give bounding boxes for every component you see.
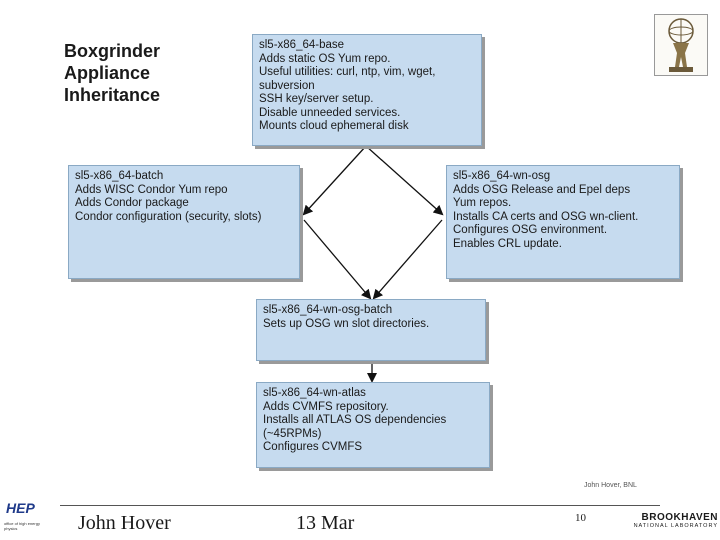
box-line: Installs CA certs and OSG wn-client. xyxy=(453,210,639,223)
box-line: Configures CVMFS xyxy=(263,441,363,453)
box-line: sl5-x86_64-base xyxy=(259,39,345,51)
box-line: Condor configuration (security, slots) xyxy=(75,210,262,223)
box-line: Mounts cloud ephemeral disk xyxy=(259,120,409,132)
box-line: Yum repos. xyxy=(453,197,512,209)
brookhaven-logo-name: BROOKHAVEN xyxy=(641,512,718,523)
box-line: Adds WISC Condor Yum repo xyxy=(75,183,228,196)
box-line: Adds CVMFS repository. xyxy=(263,400,389,413)
appliance-box-base: sl5-x86_64-base Adds static OS Yum repo.… xyxy=(252,34,482,146)
appliance-box-wn-atlas: sl5-x86_64-wn-atlas Adds CVMFS repositor… xyxy=(256,382,490,468)
appliance-box-wn-osg: sl5-x86_64-wn-osg Adds OSG Release and E… xyxy=(446,165,680,279)
box-line: SSH key/server setup. xyxy=(259,93,374,105)
box-line: Enables CRL update. xyxy=(453,237,562,250)
hep-logo-subtitle: office of high energy physics xyxy=(4,521,40,531)
arrow-base-to-wn-osg xyxy=(365,145,444,216)
box-line: sl5-x86_64-batch xyxy=(75,170,164,182)
footer-author: John Hover xyxy=(78,512,171,534)
atlas-statue-emblem xyxy=(654,14,708,76)
box-line: Sets up OSG wn slot directories. xyxy=(263,317,430,330)
page-number: 10 xyxy=(575,512,586,524)
box-line: Disable unneeded services. xyxy=(259,106,401,119)
box-line: sl5-x86_64-wn-osg-batch xyxy=(263,304,393,316)
arrow-batch-to-wn-osg-batch xyxy=(303,219,372,300)
box-line: Adds OSG Release and Epel deps xyxy=(453,183,631,196)
appliance-box-wn-osg-batch: sl5-x86_64-wn-osg-batch Sets up OSG wn s… xyxy=(256,299,486,361)
box-line: Configures OSG environment. xyxy=(453,224,608,236)
box-line: Installs all ATLAS OS dependencies xyxy=(263,414,447,426)
arrow-base-to-batch xyxy=(302,145,367,216)
arrow-wn-osg-to-wn-osg-batch xyxy=(372,219,443,300)
hep-logo: HEP office of high energy physics xyxy=(2,500,46,538)
brookhaven-logo: BROOKHAVEN NATIONAL LABORATORY xyxy=(628,512,718,534)
box-line: Useful utilities: curl, ntp, vim, wget, xyxy=(259,66,436,78)
box-line: subversion xyxy=(259,79,315,92)
brookhaven-logo-subtitle: NATIONAL LABORATORY xyxy=(633,523,718,529)
footer-divider xyxy=(60,505,660,506)
box-line: Adds static OS Yum repo. xyxy=(259,52,391,65)
slide-title: Boxgrinder Appliance Inheritance xyxy=(64,41,161,105)
author-credit: John Hover, BNL xyxy=(584,482,637,489)
box-line: sl5-x86_64-wn-atlas xyxy=(263,387,366,399)
footer-date: 13 Mar xyxy=(296,512,355,534)
box-line: sl5-x86_64-wn-osg xyxy=(453,170,551,182)
box-line: Adds Condor package xyxy=(75,197,189,209)
atlas-globe-icon xyxy=(668,18,694,72)
box-line: (~45RPMs) xyxy=(263,427,322,440)
appliance-box-batch: sl5-x86_64-batch Adds WISC Condor Yum re… xyxy=(68,165,300,279)
hep-logo-word: HEP xyxy=(6,500,35,516)
